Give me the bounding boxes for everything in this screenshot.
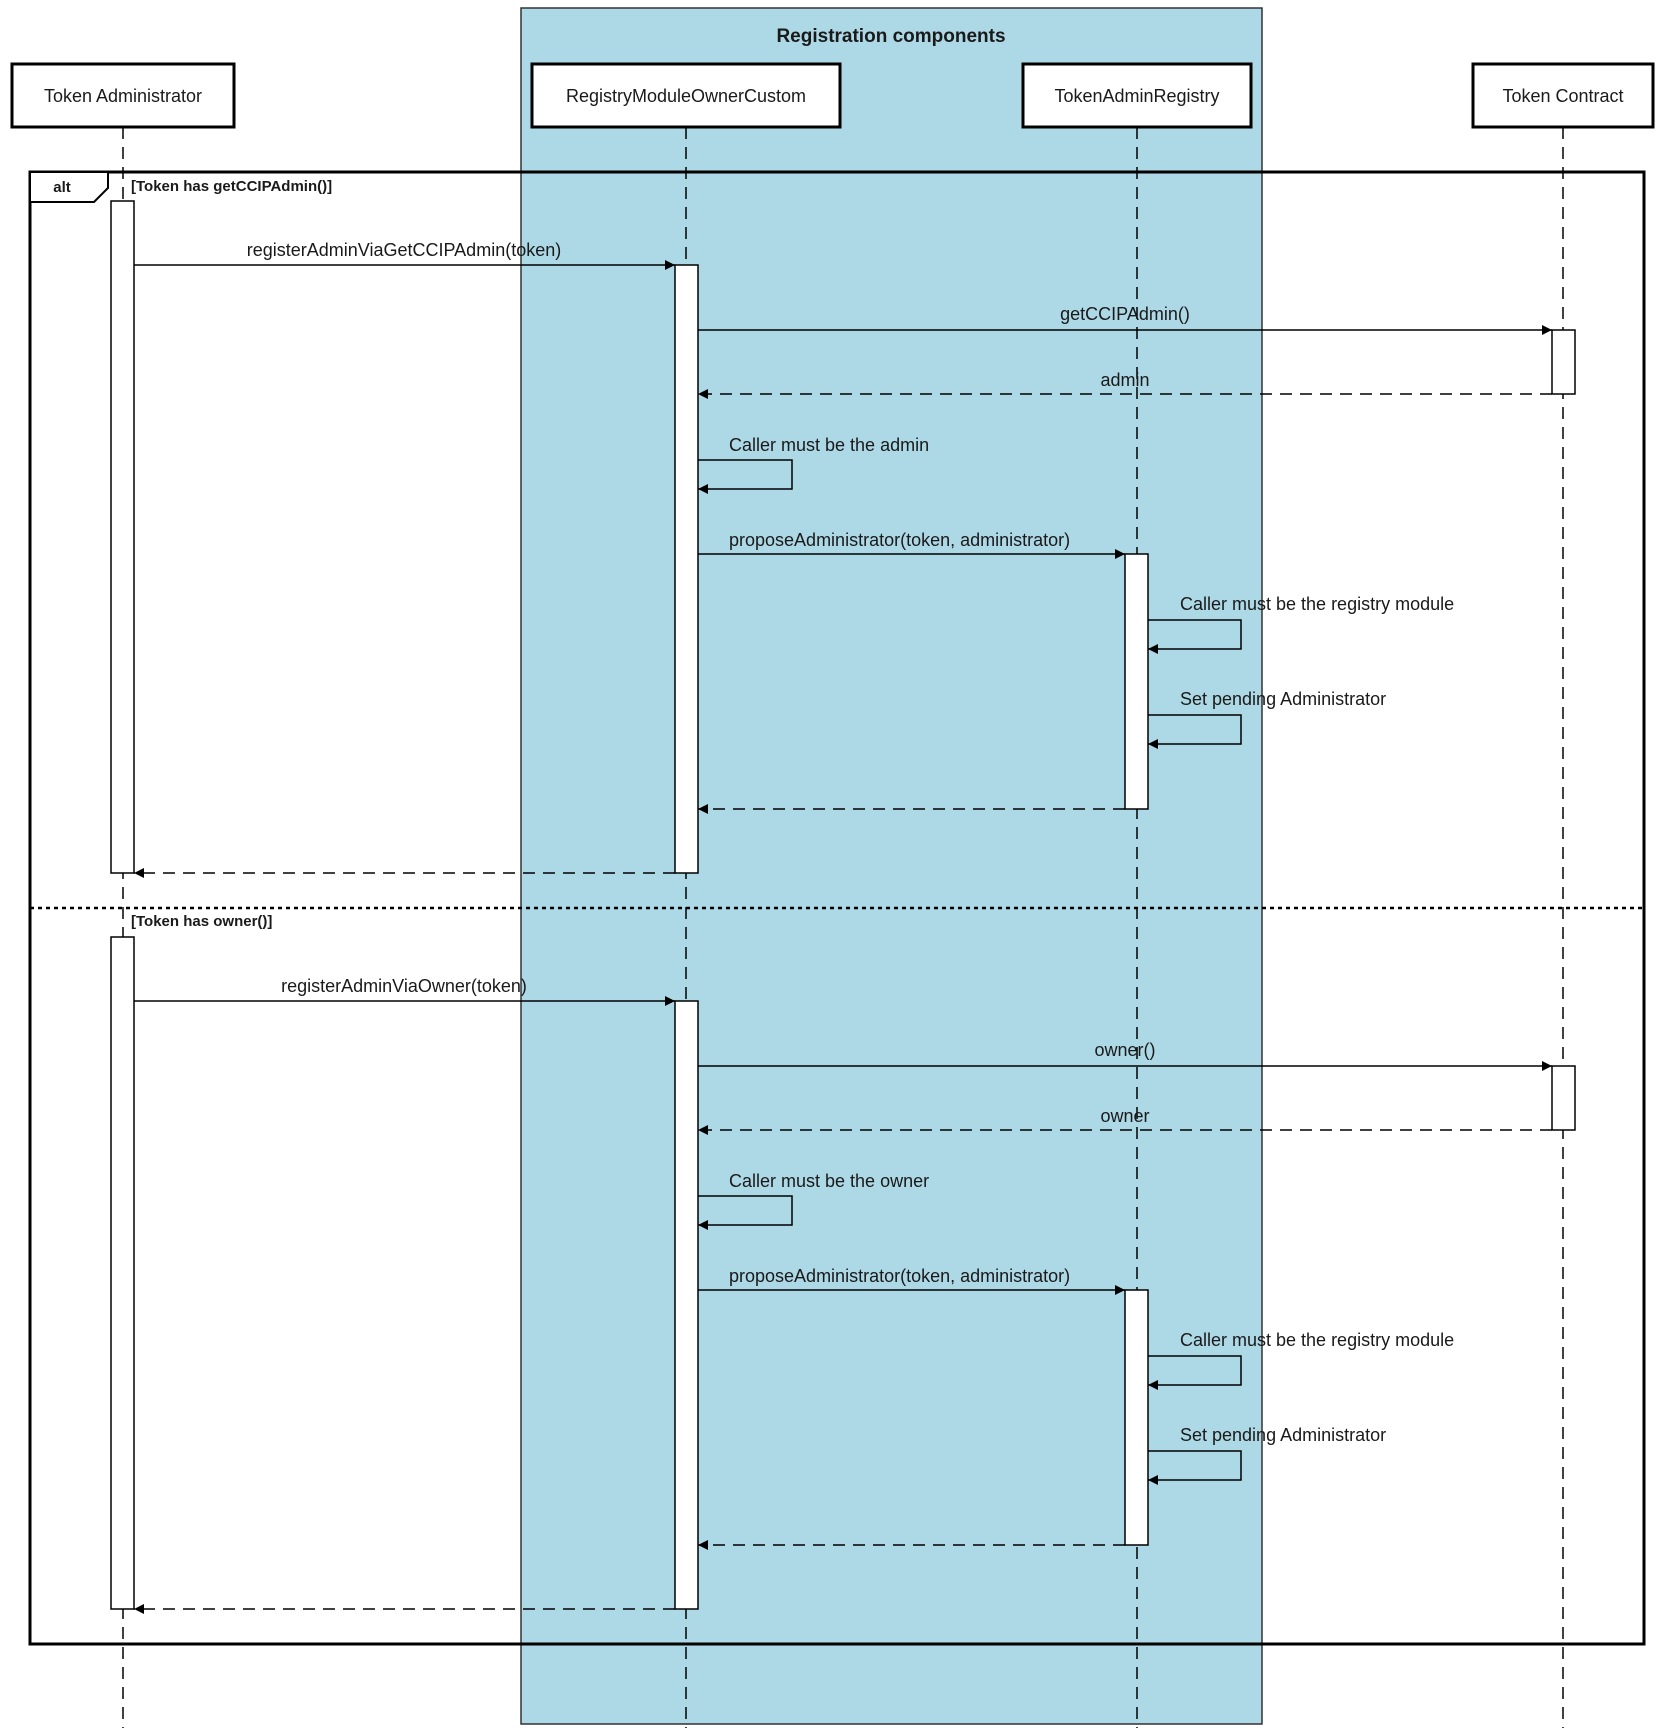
message-label: Caller must be the owner — [729, 1171, 929, 1191]
self-check-caller-owner: Caller must be the owner — [698, 1171, 929, 1230]
message-label: Caller must be the registry module — [1180, 594, 1454, 614]
message-label: Caller must be the admin — [729, 435, 929, 455]
message-register-admin-via-getccipadmin: registerAdminViaGetCCIPAdmin(token) — [134, 240, 675, 270]
participant-label: Token Contract — [1502, 86, 1623, 106]
participant-token-contract: Token Contract — [1471, 62, 1655, 129]
activation-bar-module — [674, 264, 699, 874]
participant-label: Token Administrator — [44, 86, 202, 106]
return-admin: admin — [698, 370, 1552, 399]
self-set-pending-administrator: Set pending Administrator — [1148, 1425, 1386, 1485]
message-label: admin — [1100, 370, 1149, 390]
self-check-caller-registry-module: Caller must be the registry module — [1148, 1330, 1454, 1390]
message-label: getCCIPAdmin() — [1060, 304, 1190, 324]
message-label: proposeAdministrator(token, administrato… — [729, 530, 1070, 550]
return-owner: owner — [698, 1106, 1552, 1135]
alt-fragment: alt [Token has getCCIPAdmin()] [Token ha… — [28, 170, 1646, 1646]
message-label: proposeAdministrator(token, administrato… — [729, 1266, 1070, 1286]
alt-keyword: alt — [53, 179, 71, 196]
message-label: registerAdminViaOwner(token) — [281, 976, 527, 996]
message-label: Set pending Administrator — [1180, 1425, 1386, 1445]
activation-bar-module — [674, 1000, 699, 1610]
message-label: owner — [1100, 1106, 1149, 1126]
activation-bar-token — [1551, 329, 1576, 395]
participant-label: RegistryModuleOwnerCustom — [566, 86, 806, 106]
message-register-admin-via-owner: registerAdminViaOwner(token) — [134, 976, 675, 1006]
message-label: registerAdminViaGetCCIPAdmin(token) — [247, 240, 561, 260]
message-propose-administrator: proposeAdministrator(token, administrato… — [698, 530, 1125, 559]
group-title: Registration components — [776, 26, 1005, 47]
self-check-caller-registry-module: Caller must be the registry module — [1148, 594, 1454, 654]
participant-registry-module-owner-custom: RegistryModuleOwnerCustom — [530, 62, 842, 129]
participant-token-admin-registry: TokenAdminRegistry — [1021, 62, 1253, 129]
alt-condition-2: [Token has owner()] — [131, 913, 272, 930]
alt-condition-1: [Token has getCCIPAdmin()] — [131, 178, 332, 195]
activation-bar-registry — [1124, 553, 1149, 810]
message-label: owner() — [1094, 1040, 1155, 1060]
message-propose-administrator: proposeAdministrator(token, administrato… — [698, 1266, 1125, 1295]
participant-label: TokenAdminRegistry — [1054, 86, 1219, 106]
activation-bar-admin — [110, 936, 135, 1610]
message-label: Set pending Administrator — [1180, 689, 1386, 709]
self-check-caller-admin: Caller must be the admin — [698, 435, 929, 494]
activation-bar-registry — [1124, 1289, 1149, 1546]
message-owner: owner() — [698, 1040, 1552, 1071]
participant-token-administrator: Token Administrator — [10, 62, 236, 129]
message-label: Caller must be the registry module — [1180, 1330, 1454, 1350]
message-get-ccip-admin: getCCIPAdmin() — [698, 304, 1552, 335]
self-set-pending-administrator: Set pending Administrator — [1148, 689, 1386, 749]
activation-bar-admin — [110, 200, 135, 874]
activation-bar-token — [1551, 1065, 1576, 1131]
